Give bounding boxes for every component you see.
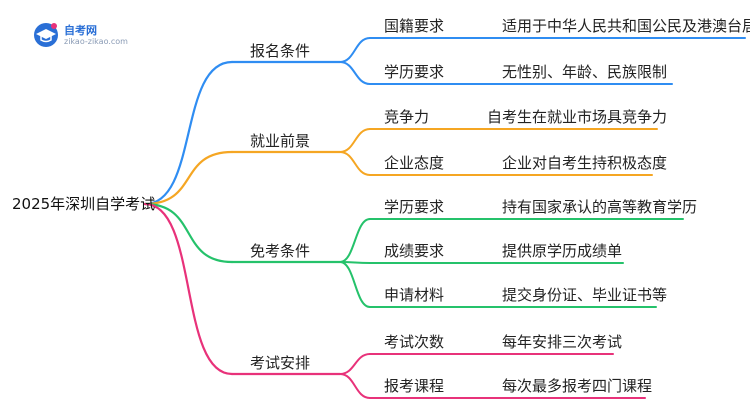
root-topic: 2025年深圳自学考试 xyxy=(12,195,156,213)
sub-connector xyxy=(339,261,371,308)
sub-education: 学历要求 xyxy=(384,63,445,81)
logo-url: zikao-zikao.com xyxy=(64,37,128,46)
branch-employment: 就业前景 xyxy=(250,132,311,150)
sub-education-requirement: 学历要求 xyxy=(384,198,445,216)
sub-connector xyxy=(339,151,371,176)
sub-employer-attitude: 企业态度 xyxy=(384,154,445,172)
sub-score-requirement: 成绩要求 xyxy=(384,242,445,260)
sub-competitiveness: 竞争力 xyxy=(384,108,430,126)
leaf-education: 无性别、年龄、民族限制 xyxy=(502,63,668,81)
sub-connector xyxy=(339,61,371,85)
leaf-application-materials: 提交身份证、毕业证书等 xyxy=(502,286,668,304)
sub-courses: 报考课程 xyxy=(384,377,445,395)
branch-connector xyxy=(143,202,234,264)
sub-exam-frequency: 考试次数 xyxy=(384,333,445,351)
leaf-nationality: 适用于中华人民共和国公民及港澳台居民 xyxy=(502,17,750,35)
leaf-courses: 每次最多报考四门课程 xyxy=(502,377,653,395)
sub-connector xyxy=(339,218,371,263)
branch-connector xyxy=(143,202,234,376)
sub-connector xyxy=(339,353,371,375)
sub-application-materials: 申请材料 xyxy=(384,286,445,304)
sub-nationality: 国籍要求 xyxy=(384,17,445,35)
leaf-education-requirement: 持有国家承认的高等教育学历 xyxy=(502,198,698,216)
leaf-exam-frequency: 每年安排三次考试 xyxy=(502,333,623,351)
branch-registration: 报名条件 xyxy=(250,42,311,60)
leaf-employer-attitude: 企业对自考生持积极态度 xyxy=(502,154,668,172)
branch-connector xyxy=(143,150,234,206)
branch-exemption: 免考条件 xyxy=(250,242,311,260)
sub-connector xyxy=(339,373,371,399)
sub-connector xyxy=(339,128,371,153)
branch-connector xyxy=(143,60,234,206)
leaf-competitiveness: 自考生在就业市场具竞争力 xyxy=(487,108,668,126)
logo-graduation-cap-icon xyxy=(34,23,58,47)
branch-exam-schedule: 考试安排 xyxy=(250,354,311,372)
logo-name: 自考网 xyxy=(64,24,97,37)
leaf-score-requirement: 提供原学历成绩单 xyxy=(502,242,623,260)
sub-connector xyxy=(339,37,371,63)
